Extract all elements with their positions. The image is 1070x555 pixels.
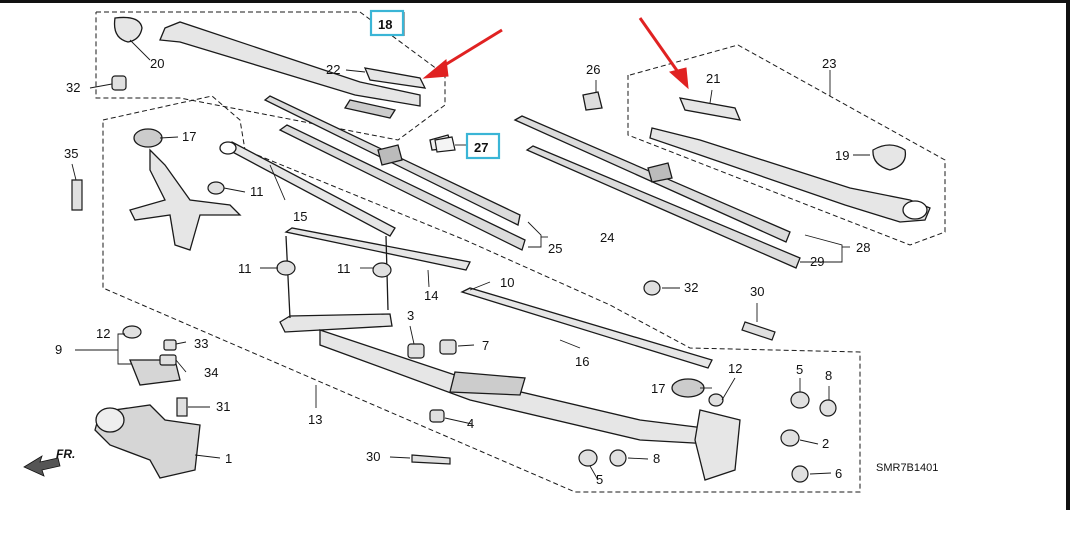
front-direction-arrow	[23, 455, 61, 477]
driver-wiper-arm	[113, 16, 427, 119]
callout-5a: 5	[796, 362, 803, 377]
callout-28: 28	[856, 240, 870, 255]
callout-8a: 8	[825, 368, 832, 383]
small-parts	[71, 75, 837, 483]
callout-labels: 1 2 3 4 5 5 6 7 8 8 9 10 11 11 11 12 12 …	[55, 17, 938, 487]
callout-21: 21	[706, 71, 720, 86]
callout-30a: 30	[750, 284, 764, 299]
callout-15: 15	[293, 209, 307, 224]
callout-30b: 30	[366, 449, 380, 464]
callout-11a: 11	[250, 184, 264, 199]
highlight-label-27: 27	[474, 140, 488, 155]
callout-16: 16	[575, 354, 589, 369]
callout-4: 4	[467, 416, 474, 431]
red-arrows	[422, 17, 689, 90]
highlight-boxes	[369, 9, 501, 160]
passenger-wiper-blade	[513, 115, 801, 269]
group-box-linkage	[102, 95, 861, 493]
diagram-code: SMR7B1401	[876, 462, 938, 474]
callout-2: 2	[822, 436, 829, 451]
callout-26: 26	[586, 62, 600, 77]
callout-13: 13	[308, 412, 322, 427]
callout-17b: 17	[651, 381, 665, 396]
callout-6: 6	[835, 466, 842, 481]
callout-19: 19	[835, 148, 849, 163]
wiper-linkage	[129, 128, 741, 481]
wiper-motor	[94, 359, 201, 479]
group-box-passenger-arm	[627, 44, 946, 246]
callout-34: 34	[204, 365, 218, 380]
callout-1: 1	[225, 451, 232, 466]
callout-3: 3	[407, 308, 414, 323]
callout-9: 9	[55, 342, 62, 357]
callout-25: 25	[548, 241, 562, 256]
callout-24: 24	[600, 230, 614, 245]
callout-22: 22	[326, 62, 340, 77]
callout-7: 7	[482, 338, 489, 353]
callout-5b: 5	[596, 472, 603, 487]
callout-17a: 17	[182, 129, 196, 144]
callout-20: 20	[150, 56, 164, 71]
callout-11c: 11	[337, 261, 351, 276]
callout-10: 10	[500, 275, 514, 290]
callout-11b: 11	[238, 261, 252, 276]
callout-12a: 12	[96, 326, 110, 341]
driver-wiper-blade	[263, 95, 526, 251]
right-border	[1066, 0, 1070, 510]
callout-33: 33	[194, 336, 208, 351]
callout-23: 23	[822, 56, 836, 71]
callout-29: 29	[810, 254, 824, 269]
callout-14: 14	[424, 288, 438, 303]
leader-lines	[71, 12, 870, 481]
callout-35: 35	[64, 146, 78, 161]
highlight-label-18: 18	[378, 17, 392, 32]
callout-31: 31	[216, 399, 230, 414]
callout-8b: 8	[653, 451, 660, 466]
callout-12b: 12	[728, 361, 742, 376]
direction-label: FR.	[56, 447, 75, 461]
passenger-wiper-arm	[582, 91, 931, 223]
top-border	[0, 0, 1070, 3]
callout-32a: 32	[66, 80, 80, 95]
callout-32b: 32	[684, 280, 698, 295]
